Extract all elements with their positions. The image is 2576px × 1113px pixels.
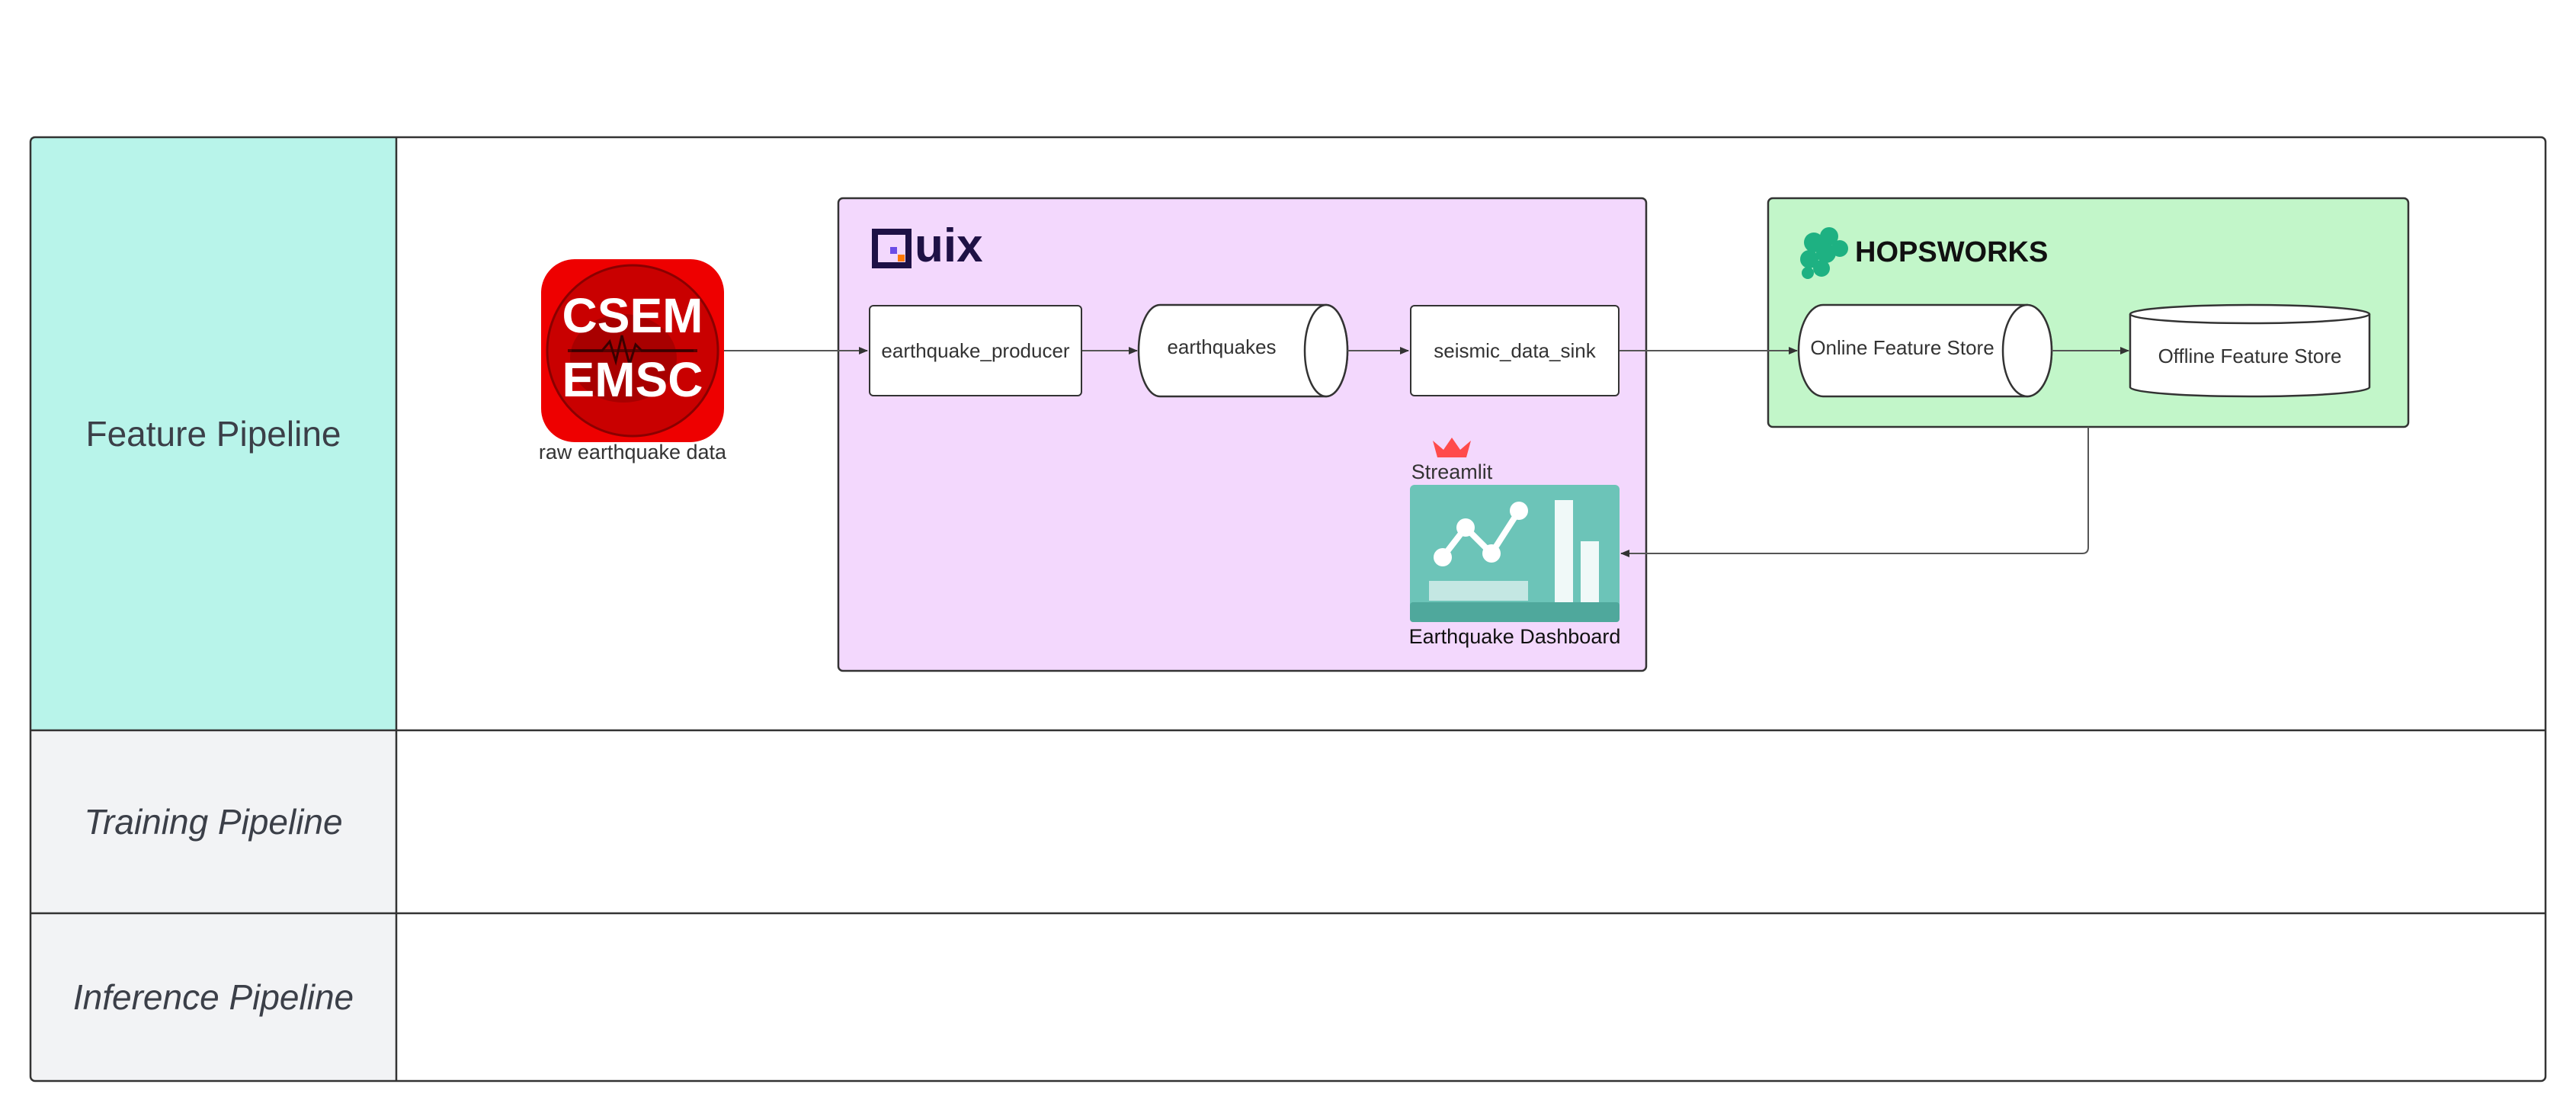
streamlit-crown-icon [1433,438,1471,457]
earthquakes-topic-cylinder [1137,303,1349,398]
lane-label-feature: Feature Pipeline [85,414,341,454]
quix-logo-mark [872,229,912,268]
online-feature-store-label: Online Feature Store [1810,335,1994,359]
offline-feature-store-cylinder [2129,303,2371,398]
lane-label-inference: Inference Pipeline [72,977,354,1017]
hopsworks-logo-mark [1800,227,1848,279]
quix-logo-text: uix [915,220,983,272]
hopsworks-logo-text: HOPSWORKS [1855,236,2049,268]
online-feature-store-cylinder [1797,303,2053,398]
emsc-logo-text: EMSC [562,352,703,407]
lane-label-training: Training Pipeline [84,802,343,842]
arrow-hopsworks-to-dashboard [1620,427,2089,557]
offline-feature-store-label: Offline Feature Store [2158,344,2342,367]
feature-lane-header-bg [30,137,396,730]
swimlane-border [29,136,2547,1083]
csem-emsc-logo [541,259,724,442]
source-caption: raw earthquake data [538,441,727,463]
streamlit-label: Streamlit [1411,460,1493,483]
seismic-data-sink-node: seismic_data_sink [1410,305,1620,396]
earthquakes-topic-label: earthquakes [1167,335,1277,358]
inference-lane-header-bg [30,913,396,1081]
training-lane-header-bg [30,730,396,913]
earthquake-producer-node: earthquake_producer [869,305,1082,396]
swimlane-table [29,136,2547,1083]
earthquake-dashboard-label: Earthquake Dashboard [1408,625,1621,648]
dashboard-chart-icon [1410,485,1620,622]
csem-logo-text: CSEM [562,288,703,343]
